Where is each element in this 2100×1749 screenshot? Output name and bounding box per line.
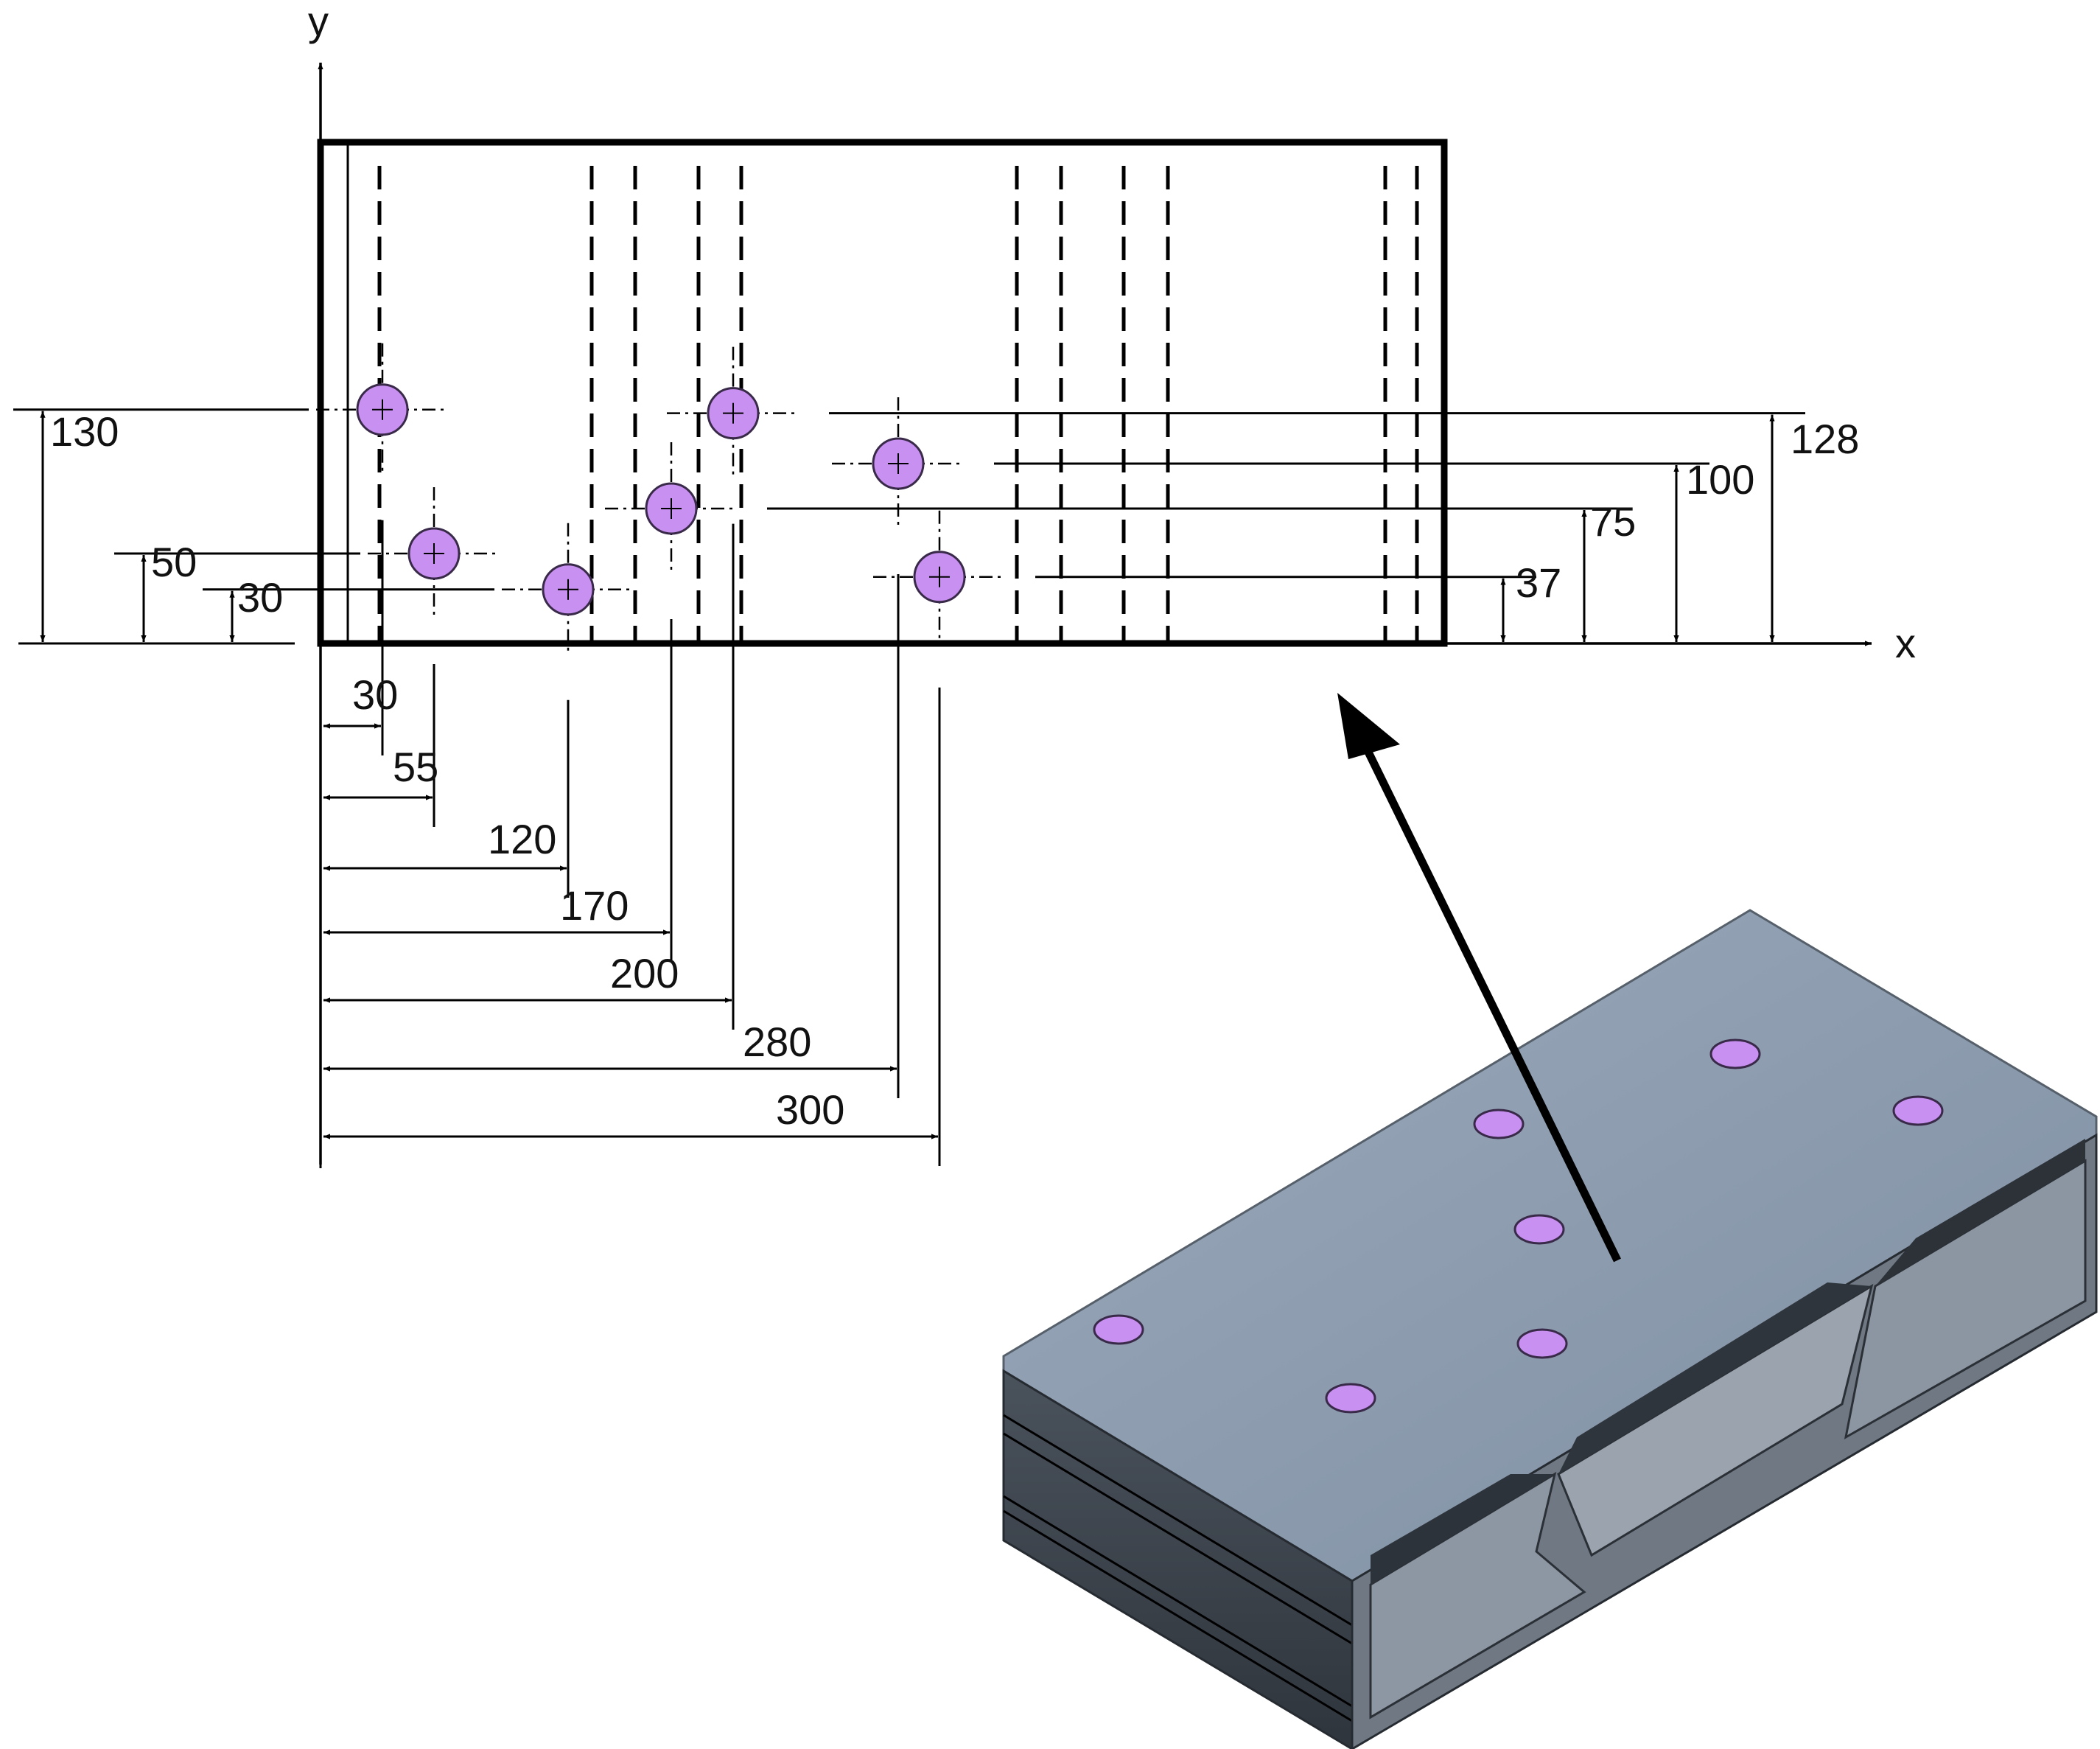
x-dimension-labels: 30 55 120 170 200 280 300 — [352, 671, 844, 1133]
dim-y-130: 130 — [50, 408, 119, 455]
profile-hole-1 — [1093, 1314, 1144, 1345]
dim-x-120: 120 — [488, 816, 556, 862]
dimension-lines — [13, 408, 1805, 1168]
extrusion-profile-3d — [1002, 909, 2098, 1749]
dim-x-170: 170 — [560, 882, 629, 929]
view-arrow-head — [1337, 693, 1400, 759]
y-dimension-labels-left: 130 50 30 — [50, 408, 283, 621]
dim-y-100: 100 — [1686, 456, 1754, 503]
profile-holes — [1093, 1038, 1944, 1414]
dim-y-128: 128 — [1791, 416, 1859, 462]
dim-y-37: 37 — [1516, 559, 1561, 606]
dim-y-75: 75 — [1590, 498, 1636, 545]
hidden-lines — [377, 166, 1419, 643]
profile-hole-5 — [1473, 1109, 1525, 1139]
holes-group — [316, 343, 1006, 656]
x-axis-label: x — [1895, 620, 1916, 666]
y-dimension-labels-right: 37 75 100 128 — [1516, 416, 1859, 606]
dim-y-50: 50 — [151, 539, 197, 585]
profile-hole-3 — [1516, 1328, 1568, 1359]
profile-hole-6 — [1709, 1038, 1761, 1069]
dim-x-30: 30 — [352, 671, 398, 718]
dim-x-280: 280 — [743, 1019, 811, 1065]
dim-x-55: 55 — [393, 744, 438, 790]
plan-view: y x 30 55 120 170 200 — [13, 0, 1916, 1168]
dim-y-30: 30 — [237, 574, 283, 621]
y-axis-label: y — [308, 0, 329, 44]
dim-x-200: 200 — [610, 950, 679, 996]
dim-x-300: 300 — [776, 1086, 844, 1133]
plate-outline — [317, 139, 1448, 647]
profile-hole-2 — [1325, 1383, 1376, 1414]
view-arrow — [1341, 702, 1621, 1263]
profile-hole-7 — [1892, 1095, 1944, 1126]
profile-hole-4 — [1513, 1214, 1565, 1245]
